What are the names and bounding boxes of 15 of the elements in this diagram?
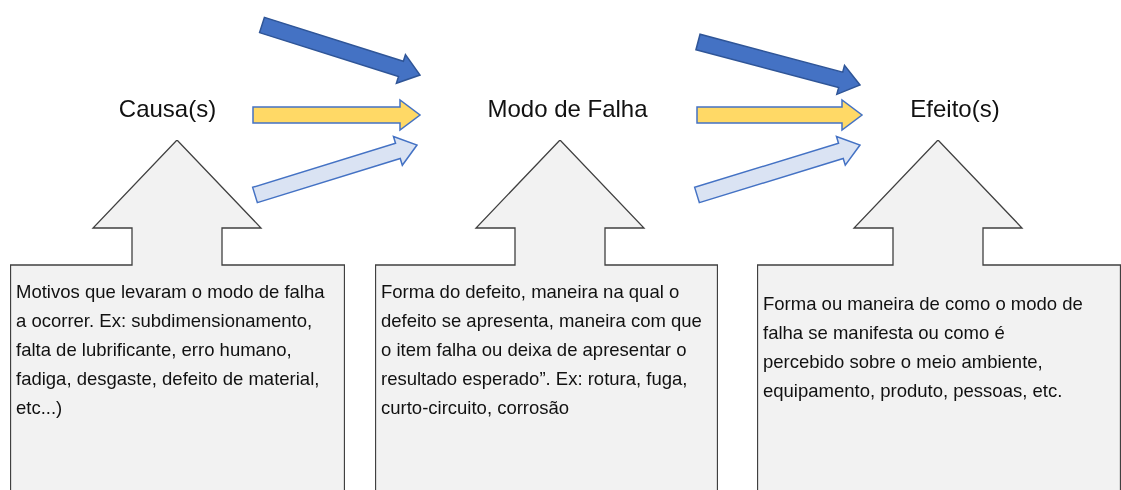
description-text: Forma do defeito, maneira na qual o defeito se apresenta, maneira com que o item falha ou deixa de apresentar o resultado esperado”. Ex: rotura, fuga, curto-circuito, corrosão [381,280,702,420]
description-text: Motivos que levaram o modo de falha a ocorrer. Ex: subdimensionamento, falta de lubrificante, erro humano, fadiga, desgaste, defeito de material, etc...) [16,280,326,420]
callout-arrow-box [375,140,718,490]
block-arrow [695,33,862,96]
block-arrow [252,98,422,132]
callout-arrow-box [757,140,1121,490]
block-arrow [693,135,862,204]
heading-text: Causa(s) [80,95,255,123]
block-arrow [251,135,419,204]
block-arrow [696,98,864,132]
block-arrow [258,16,422,85]
callout-arrow-box [10,140,345,490]
description-text: Forma ou maneira de como o modo de falha se manifesta ou como é percebido sobre o meio ambiente, equipamento, produto, pessoas, etc. [763,292,1084,403]
heading-text: Efeito(s) [870,95,1040,123]
heading-text: Modo de Falha [455,95,680,123]
